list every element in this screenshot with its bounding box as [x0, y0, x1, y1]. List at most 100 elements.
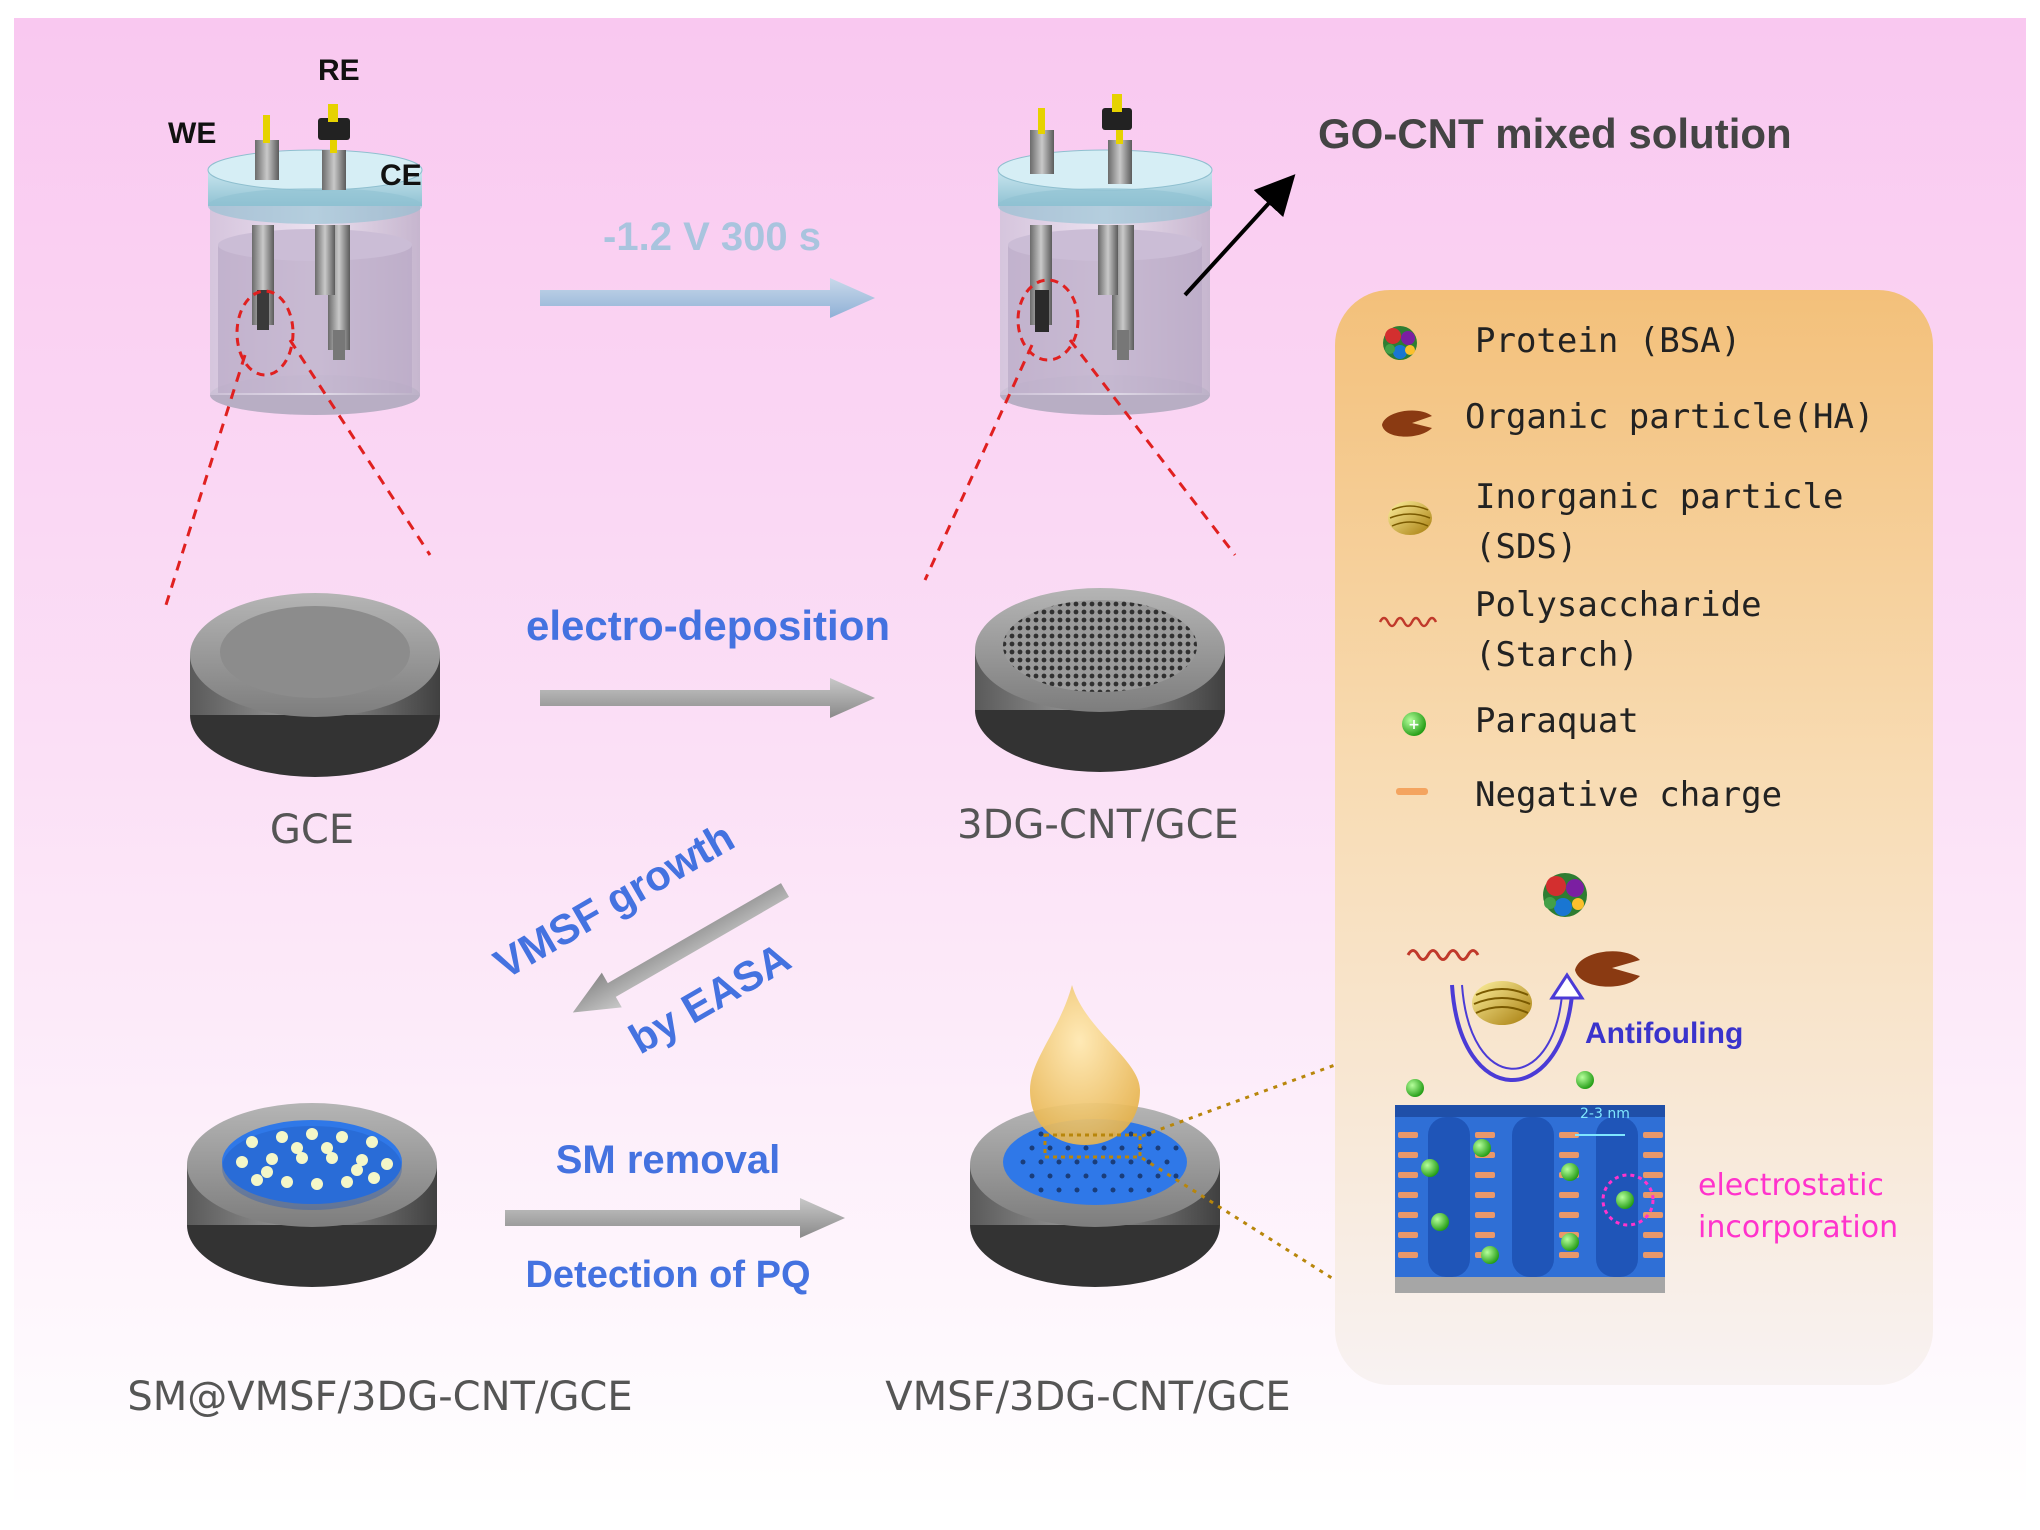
we-highlight-circle [235, 289, 295, 377]
step4-bottom-label: Detection of PQ [525, 1254, 810, 1296]
surfactant-micelle-dot [368, 1172, 380, 1184]
paraquat-molecule [1561, 1163, 1579, 1181]
legend-paraquat-label: Paraquat [1475, 701, 1639, 741]
negative-charge-bar [1398, 1212, 1418, 1218]
pore-dot [1056, 1159, 1062, 1165]
surfactant-micelle-dot [326, 1152, 338, 1164]
negative-charge-bar [1475, 1232, 1495, 1238]
negative-charge-bar [1475, 1132, 1495, 1138]
solution-label: GO-CNT mixed solution [1318, 110, 1792, 157]
pore-dot [1146, 1159, 1152, 1165]
sample-droplet [1030, 985, 1140, 1145]
pore-dot [1164, 1159, 1170, 1165]
vmsf-label: VMSF/3DG-CNT/GCE [885, 1374, 1290, 1420]
surfactant-micelle-dot [341, 1176, 353, 1188]
pore-dot [1083, 1173, 1089, 1179]
antifouling-label: Antifouling [1585, 1017, 1743, 1050]
paraquat-molecule [1616, 1191, 1634, 1209]
organic-particle-icon [1382, 410, 1432, 437]
pore-dot [1065, 1173, 1071, 1179]
sm-vmsf-label: SM@VMSF/3DG-CNT/GCE [127, 1374, 632, 1420]
electrostatic-label-line1: electrostatic [1698, 1168, 1884, 1203]
negative-charge-bar [1398, 1132, 1418, 1138]
step-arrow-3 [572, 883, 789, 1013]
pore-dot [1155, 1173, 1161, 1179]
negative-charge-bar [1398, 1172, 1418, 1178]
re-label: RE [318, 54, 360, 87]
pore-dot [1038, 1159, 1044, 1165]
zoom-line-bottom [1141, 1156, 1336, 1282]
electrostatic-highlight-circle [1601, 1173, 1655, 1227]
pore-dot [1047, 1145, 1053, 1151]
pore-dot [1029, 1173, 1035, 1179]
antifouling-illustration [1406, 873, 1640, 1082]
inorganic-particle-icon [1388, 501, 1432, 535]
surfactant-micelle-dot [311, 1178, 323, 1190]
legend-negative-charge-label: Negative charge [1475, 775, 1782, 815]
pore-dot [1128, 1131, 1134, 1137]
we-highlight-circle-2 [1016, 278, 1080, 362]
pore-dot [1029, 1145, 1035, 1151]
paraquat-molecule [1576, 1071, 1594, 1089]
pore-dot [1065, 1145, 1071, 1151]
negative-charge-bar [1475, 1192, 1495, 1198]
zoom-line-left-2 [923, 344, 1034, 581]
3dg-cnt-electrode-disc [975, 588, 1225, 772]
paraquat-molecule [1473, 1139, 1491, 1157]
pore-dot [1101, 1173, 1107, 1179]
pore-dot [1110, 1187, 1116, 1193]
pore-dot [1119, 1145, 1125, 1151]
surfactant-micelle-dot [366, 1136, 378, 1148]
surfactant-micelle-dot [276, 1131, 288, 1143]
surfactant-micelle-dot [296, 1152, 308, 1164]
svg-text:+: + [1408, 717, 1420, 733]
paraquat-molecule [1406, 1079, 1424, 1097]
legend-organic-label: Organic particle(HA) [1465, 397, 1874, 437]
legend-inorganic-label-line2: (SDS) [1475, 527, 1577, 567]
negative-charge-bar [1643, 1172, 1663, 1178]
negative-charge-bar [1398, 1252, 1418, 1258]
step-arrow-4 [505, 1198, 845, 1238]
negative-charge-bar [1643, 1192, 1663, 1198]
paraquat-molecules [1406, 1071, 1634, 1264]
negative-charge-bar [1559, 1192, 1579, 1198]
negative-charge-bar [1559, 1252, 1579, 1258]
negative-charge-bar [1559, 1152, 1579, 1158]
paraquat-molecule [1431, 1213, 1449, 1231]
pore-dot [1137, 1173, 1143, 1179]
negative-charge-bar [1475, 1172, 1495, 1178]
negative-charge-bar [1559, 1132, 1579, 1138]
negative-charge-bar [1398, 1152, 1418, 1158]
surfactant-micelle-dot [281, 1176, 293, 1188]
pore-dot [1092, 1187, 1098, 1193]
pore-size-label: 2-3 nm [1580, 1106, 1630, 1122]
pore-dot [1020, 1159, 1026, 1165]
pore-dot [1146, 1187, 1152, 1193]
surfactant-micelle-dot [321, 1142, 333, 1154]
surfactant-micelle-dot [356, 1154, 368, 1166]
negative-charge-bar [1643, 1252, 1663, 1258]
pore-dot [1056, 1187, 1062, 1193]
surfactant-micelle-dot [336, 1131, 348, 1143]
negative-charge-icon [1396, 788, 1428, 795]
paraquat-molecule [1421, 1159, 1439, 1177]
pore-dot [1047, 1173, 1053, 1179]
pore-dot [1038, 1187, 1044, 1193]
pore-dot [1038, 1131, 1044, 1137]
surfactant-micelle-dot [291, 1142, 303, 1154]
we-label: WE [168, 117, 216, 150]
negative-charge-bar [1643, 1132, 1663, 1138]
surfactant-micelle-dot [266, 1153, 278, 1165]
pore-dot [1128, 1187, 1134, 1193]
vmsf-pores [1020, 1131, 1179, 1193]
zoom-line-left-1 [163, 354, 247, 609]
pore-dot [1155, 1145, 1161, 1151]
pore-dot [1101, 1145, 1107, 1151]
pore-dot [1173, 1145, 1179, 1151]
ce-label: CE [380, 159, 422, 192]
step-arrow-1 [540, 278, 875, 318]
pore-dot [1110, 1159, 1116, 1165]
negative-charge-bar [1559, 1212, 1579, 1218]
